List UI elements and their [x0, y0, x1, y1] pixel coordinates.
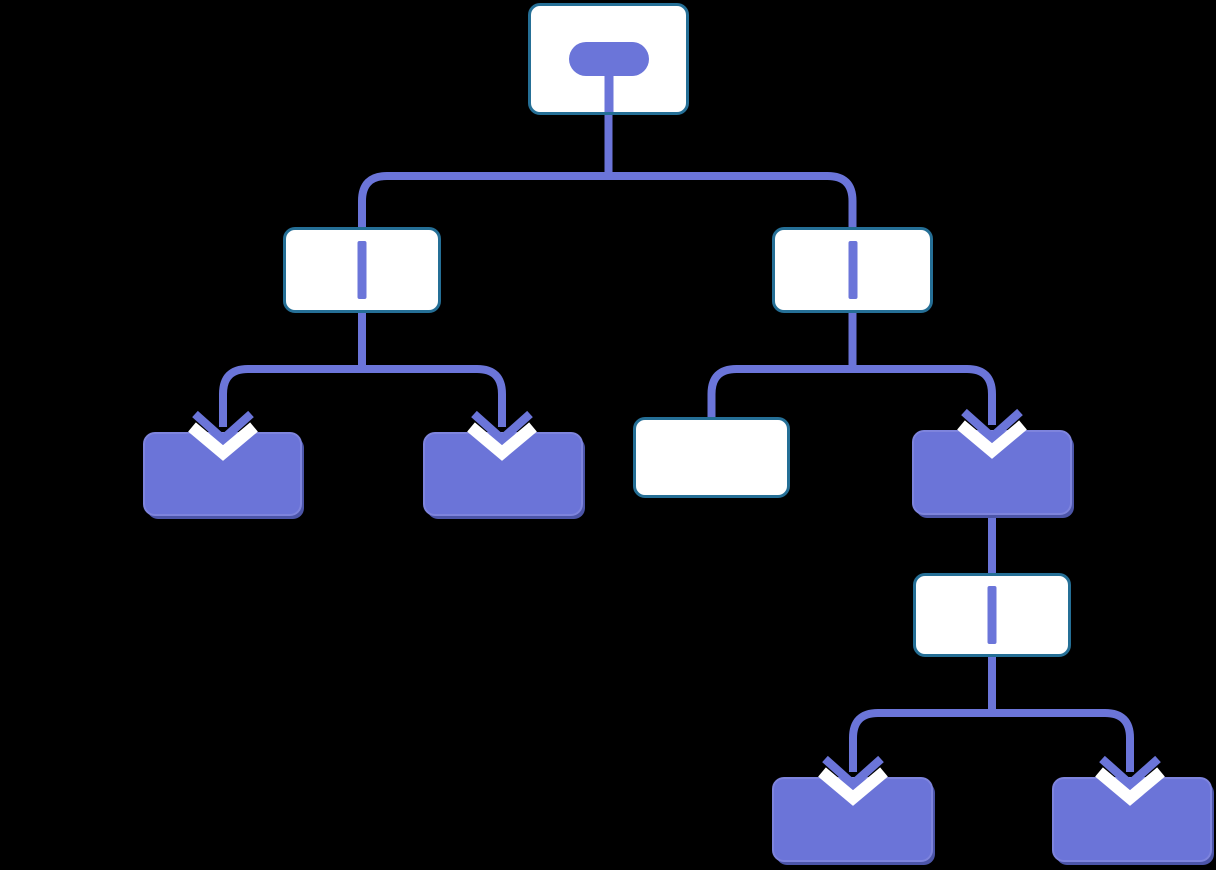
node-leaf-left-2[interactable] [423, 432, 583, 516]
node-root[interactable] [528, 3, 689, 115]
node-branch-right[interactable] [772, 227, 933, 313]
edge-junction-to-leaves [849, 709, 1134, 772]
vertical-bar-icon [357, 241, 367, 299]
edge-branch-left-to-leaves [219, 365, 506, 427]
vertical-bar-icon [987, 586, 997, 644]
node-leaf-right-1[interactable] [772, 777, 933, 862]
vertical-bar-icon [848, 241, 857, 299]
node-leaf-left-1[interactable] [143, 432, 302, 516]
node-leaf-right-2[interactable] [1052, 777, 1212, 862]
edge-branch-right-to-children [707, 365, 996, 425]
pill-icon [568, 42, 649, 76]
node-child-plain[interactable] [633, 417, 790, 498]
pill-stem-icon [604, 74, 613, 112]
edge-root-to-branches [358, 172, 857, 229]
node-junction[interactable] [913, 573, 1071, 657]
node-branch-left[interactable] [283, 227, 441, 313]
node-child-filled[interactable] [912, 430, 1072, 515]
